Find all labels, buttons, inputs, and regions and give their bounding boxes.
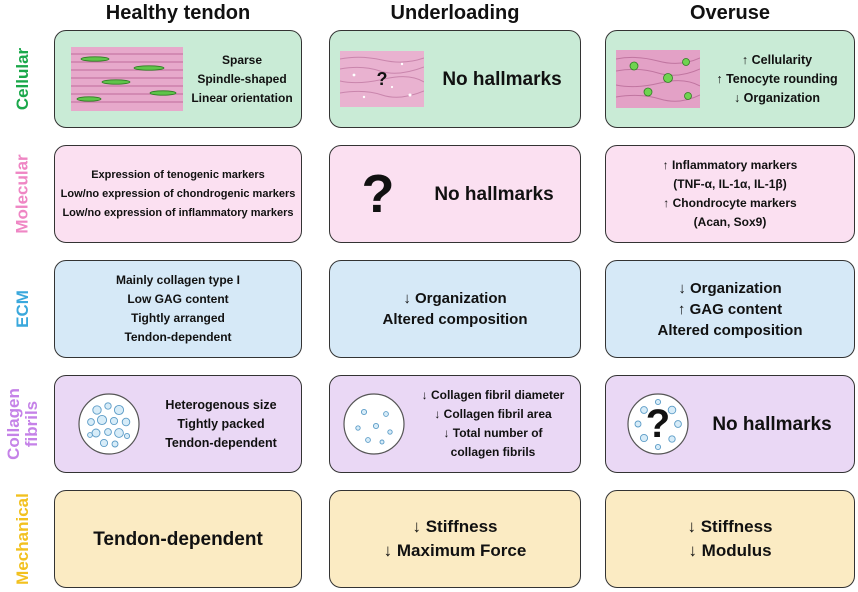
fibril-cross-section-dense	[78, 393, 140, 455]
cell-ecm-overuse: ↓ Organization ↑ GAG content Altered com…	[605, 260, 855, 358]
row-label-mechanical: Mechanical	[13, 493, 32, 585]
row-label-collagen-line2: fibrils	[22, 400, 42, 448]
cell-ecm-underloading: ↓ Organization Altered composition	[329, 260, 581, 358]
tendon-tissue-illustration	[71, 47, 183, 111]
ecm-healthy-text: Mainly collagen type I Low GAG content T…	[115, 273, 241, 344]
fibril-cross-section-unknown	[627, 393, 689, 455]
cell-mechanical-overuse: ↓ Stiffness ↓ Modulus	[605, 490, 855, 588]
cell-fibrils-healthy: Heterogenous size Tightly packed Tendon-…	[54, 375, 302, 473]
cell-cellular-overuse: ↑ Cellularity ↑ Tenocyte rounding ↓ Orga…	[605, 30, 855, 128]
molecular-underloading-text: No hallmarks	[434, 183, 554, 205]
disorganized-tissue-illustration	[339, 51, 425, 107]
cell-molecular-underloading: ? No hallmarks	[329, 145, 581, 243]
row-label-ecm: ECM	[13, 290, 32, 328]
cell-molecular-overuse: ↑ Inflammatory markers (TNF-α, IL-1α, IL…	[605, 145, 855, 243]
question-mark-fibrils: ?	[645, 402, 671, 446]
cellular-overuse-text: ↑ Cellularity ↑ Tenocyte rounding ↓ Orga…	[716, 52, 838, 105]
molecular-healthy-text: Expression of tenogenic markers Low/no e…	[60, 168, 296, 219]
fibrils-underloading-text: ↓ Collagen fibril diameter ↓ Collagen fi…	[421, 388, 565, 459]
mechanical-healthy-text: Tendon-dependent	[93, 528, 263, 550]
cell-ecm-healthy: Mainly collagen type I Low GAG content T…	[54, 260, 302, 358]
cell-cellular-healthy: Sparse Spindle-shaped Linear orientation	[54, 30, 302, 128]
mechanical-underloading-text: ↓ Stiffness ↓ Maximum Force	[383, 517, 527, 560]
column-header-healthy: Healthy tendon	[105, 2, 251, 24]
fibrils-healthy-text: Heterogenous size Tightly packed Tendon-…	[165, 397, 277, 450]
mechanical-overuse-text: ↓ Stiffness ↓ Modulus	[687, 517, 773, 560]
hypercellular-tissue-illustration	[616, 50, 700, 108]
cell-fibrils-underloading: ↓ Collagen fibril diameter ↓ Collagen fi…	[329, 375, 581, 473]
cellular-healthy-text: Sparse Spindle-shaped Linear orientation	[191, 52, 293, 105]
row-label-molecular: Molecular	[13, 154, 33, 234]
column-header-underloading: Underloading	[390, 2, 520, 24]
cell-cellular-underloading: ? No hallmarks	[329, 30, 581, 128]
question-mark-small: ?	[376, 69, 388, 89]
column-header-overuse: Overuse	[689, 2, 771, 24]
row-label-collagen-line1: Collagen	[4, 388, 24, 460]
fibrils-overuse-text: No hallmarks	[712, 413, 832, 435]
cell-fibrils-overuse: ? No hallmarks	[605, 375, 855, 473]
row-label-cellular: Cellular	[13, 47, 33, 111]
molecular-overuse-text: ↑ Inflammatory markers (TNF-α, IL-1α, IL…	[662, 158, 798, 229]
fibril-cross-section-sparse	[343, 393, 405, 455]
cell-mechanical-healthy: Tendon-dependent	[54, 490, 302, 588]
question-mark-large: ?	[361, 164, 395, 224]
ecm-underloading-text: ↓ Organization Altered composition	[382, 290, 528, 328]
ecm-overuse-text: ↓ Organization ↑ GAG content Altered com…	[657, 279, 803, 339]
cellular-underloading-text: No hallmarks	[442, 68, 562, 90]
cell-mechanical-underloading: ↓ Stiffness ↓ Maximum Force	[329, 490, 581, 588]
cell-molecular-healthy: Expression of tenogenic markers Low/no e…	[54, 145, 302, 243]
